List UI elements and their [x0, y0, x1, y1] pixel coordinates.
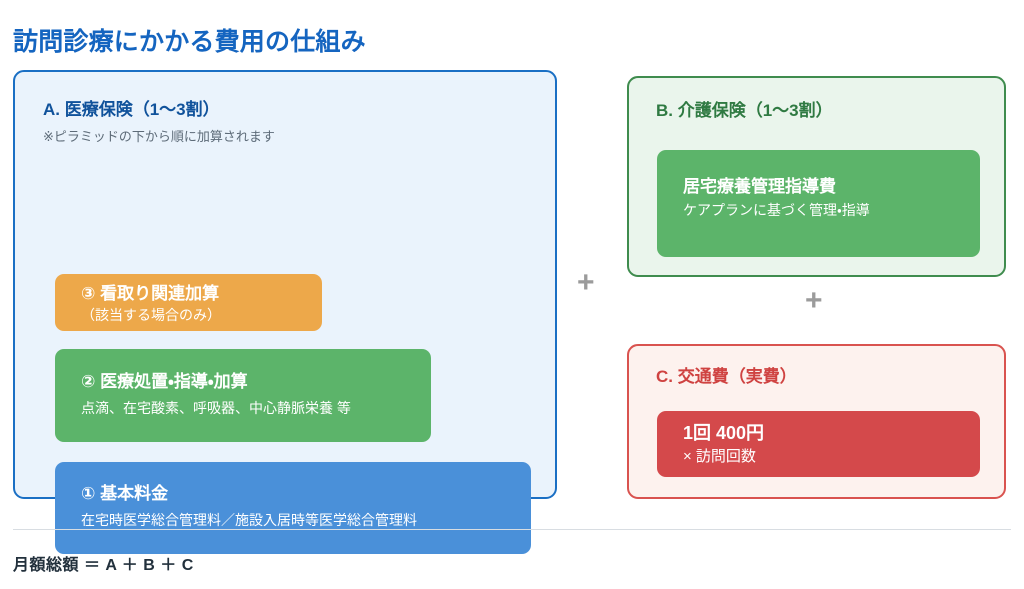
cost-tier-2-card: ② 医療処置・指導・加算 点滴、在宅酸素、呼吸器、中心静脈栄養 等	[55, 349, 431, 442]
cost-tier-3-subtitle: （該当する場合のみ）	[81, 307, 221, 324]
cost-tier-3-title: ③ 看取り関連加算	[81, 284, 220, 303]
cost-tier-1-subtitle: 在宅時医学総合管理料／施設入居時等医学総合管理料	[81, 512, 417, 529]
cost-tier-2-subtitle: 点滴、在宅酸素、呼吸器、中心静脈栄養 等	[81, 400, 351, 417]
cost-tier-1-card: ① 基本料金 在宅時医学総合管理料／施設入居時等医学総合管理料	[55, 462, 531, 554]
nursing-care-item-subtitle: ケアプランに基づく管理・指導	[683, 202, 870, 219]
panel-medical-insurance-note: ※ピラミッドの下から順に加算されます	[43, 129, 275, 144]
transport-fee-multiplier: × 訪問回数	[683, 448, 756, 466]
nursing-care-item-title: 居宅療養管理指導費	[683, 177, 836, 196]
total-formula: 月額総額 ＝ A ＋ B ＋ C	[13, 557, 194, 574]
transport-fee-amount: 1回 400円	[683, 423, 765, 443]
plus-separator-a-b: +	[577, 266, 595, 299]
transport-fee-item-card: 1回 400円 × 訪問回数	[657, 411, 980, 477]
panel-transport-fee-heading: C. 交通費（実費）	[656, 367, 797, 386]
cost-tier-2-title: ② 医療処置・指導・加算	[81, 372, 248, 391]
panel-medical-insurance-heading: A. 医療保険（1〜3割）	[43, 100, 220, 119]
panel-medical-insurance: A. 医療保険（1〜3割） ※ピラミッドの下から順に加算されます ③ 看取り関連…	[13, 70, 557, 554]
panel-nursing-care-insurance-heading: B. 介護保険（1〜3割）	[656, 101, 833, 120]
page-title: 訪問診療にかかる費用の仕組み	[13, 27, 366, 56]
footer-divider	[13, 529, 1011, 530]
plus-separator-b-c: +	[805, 284, 823, 317]
cost-tier-3-card: ③ 看取り関連加算 （該当する場合のみ）	[55, 274, 322, 331]
nursing-care-item-card: 居宅療養管理指導費 ケアプランに基づく管理・指導	[657, 150, 980, 257]
panel-transport-fee: C. 交通費（実費） 1回 400円 × 訪問回数	[627, 344, 1006, 499]
panel-nursing-care-insurance: B. 介護保険（1〜3割） 居宅療養管理指導費 ケアプランに基づく管理・指導	[627, 76, 1006, 277]
cost-tier-1-title: ① 基本料金	[81, 484, 169, 503]
